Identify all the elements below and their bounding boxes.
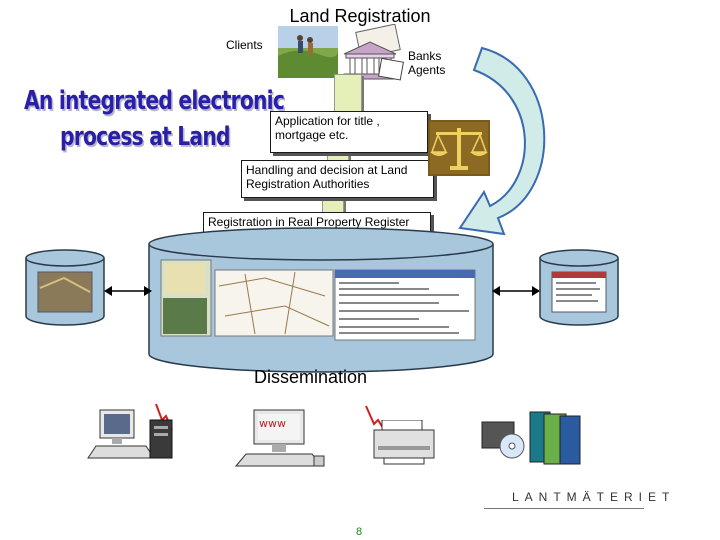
cycle-arrow-icon [458,46,546,236]
printer-icon [373,420,435,465]
right-database-cylinder-icon [539,249,619,326]
step-application: Application for title , mortgage etc. [270,111,428,153]
logo-underline [484,508,644,509]
computer-icon [87,409,173,459]
lantmateriet-logo: LANTMÄTERIET [512,490,676,504]
page-title: Land Registration [289,6,431,26]
left-database-cylinder-icon [25,249,105,326]
headline-line-2: process at Land [60,122,231,152]
banks-agents-icon [343,24,404,81]
main-database-cylinder-icon [148,227,494,373]
scales-of-justice-icon [428,120,490,176]
dissemination-label: Dissemination [254,367,368,387]
www-label: www [259,417,286,430]
web-computer-icon [234,409,325,467]
page-number: 8 [356,526,363,538]
step-handling: Handling and decision at Land Registrati… [241,160,434,198]
headline-line-1: An integrated electronic [24,86,285,116]
clients-photo-icon [278,26,338,78]
left-link-arrow-icon [104,286,152,296]
publications-icon [481,411,581,465]
right-link-arrow-icon [492,286,540,296]
clients-label: Clients [226,38,263,52]
banks-agents-label: Banks Agents [408,49,446,77]
